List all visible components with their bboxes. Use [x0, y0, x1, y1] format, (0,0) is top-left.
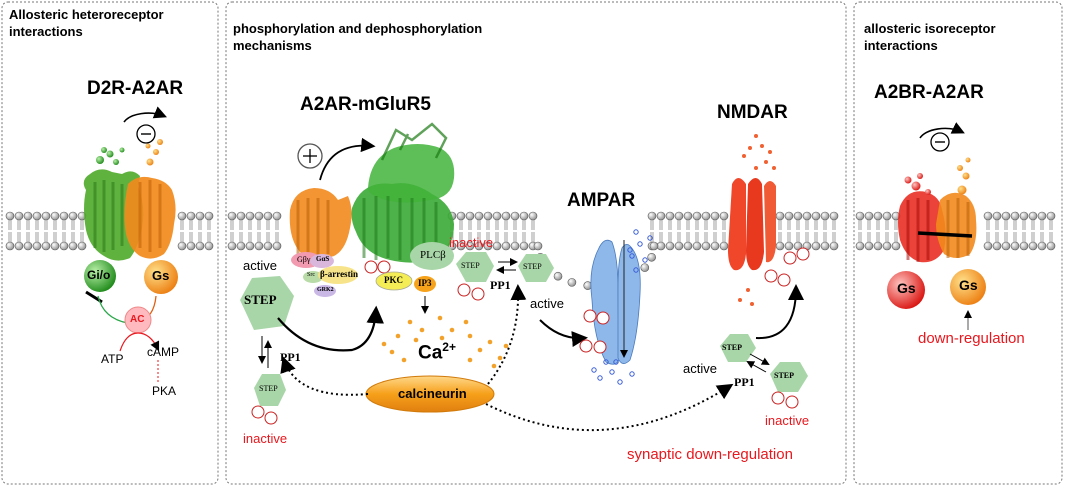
calcium-label: Ca2+ — [418, 340, 456, 364]
calcineurin-label: calcineurin — [398, 386, 467, 401]
src-label: Src — [307, 272, 315, 278]
inactive-label-3: inactive — [765, 413, 810, 428]
pp1-label-left: PP1 — [280, 350, 301, 364]
step-active-large — [240, 276, 294, 330]
a2br-a2ar-label: A2BR-A2AR — [874, 82, 984, 103]
step-right-inactive-label: STEP — [774, 371, 795, 380]
active-label-2: active — [530, 296, 564, 311]
ampar-phospho — [579, 309, 610, 354]
ip3-shape — [414, 276, 436, 292]
gas-subunit — [310, 254, 334, 268]
a2ar-mglur5-label: A2AR-mGluR5 — [300, 94, 431, 115]
nmdar-phospho — [764, 247, 810, 287]
grk2-label: GRK2 — [317, 287, 334, 293]
d2r-a2ar-receptor — [83, 169, 176, 261]
step-active-mid — [518, 254, 554, 282]
synaptic-label: synaptic down-regulation — [627, 446, 793, 463]
step-right-label: STEP — [722, 343, 743, 352]
active-label-3: active — [683, 361, 717, 376]
pkc-label: PKC — [384, 275, 403, 285]
step-active-right — [720, 334, 756, 362]
gas-label: GαS — [316, 255, 330, 263]
pp1-label-mid: PP1 — [490, 278, 511, 292]
step-inactive-top — [456, 252, 494, 282]
pka-label: PKA — [152, 384, 177, 398]
gs-orange-label: Gs — [959, 277, 978, 293]
agonist-dots-right-red — [904, 173, 931, 195]
middle-title-line1: phosphorylation and dephosphorylation — [233, 21, 483, 36]
inhibition-arc-left — [123, 106, 167, 123]
ac-label: AC — [130, 314, 145, 325]
phospho-circle-1 — [364, 260, 378, 274]
nmdar-label: NMDAR — [717, 102, 788, 123]
calcium-dots — [381, 315, 509, 369]
step-large-label: STEP — [244, 292, 277, 307]
step-inactive-right — [770, 362, 808, 392]
agonist-dots-right-orange — [957, 157, 971, 195]
gs-label: Gs — [152, 268, 170, 283]
gi-label: Gi/o — [87, 268, 111, 282]
gs-ball-orange — [950, 269, 986, 305]
beta-arrestin-label: β-arrestin — [320, 269, 359, 279]
step-bottom-label: STEP — [259, 384, 278, 393]
ampar-label: AMPAR — [567, 190, 636, 211]
step-inactive-bottom — [254, 374, 286, 406]
left-title-line1: Allosteric heteroreceptor — [9, 7, 164, 22]
d2r-a2ar-label: D2R-A2AR — [87, 78, 184, 99]
gs-protein-ball — [144, 260, 178, 294]
glutamate-blue-dots — [591, 229, 653, 385]
phospho-circle-2 — [377, 260, 391, 274]
gi-protein-ball — [84, 260, 116, 292]
middle-title-line2: mechanisms — [233, 38, 312, 53]
pp1-label-right: PP1 — [734, 375, 755, 389]
plcb-shape — [410, 242, 454, 270]
gs-ball-red — [887, 271, 925, 309]
agonist-dots-left-orange — [145, 139, 163, 166]
down-regulation-label: down-regulation — [918, 330, 1025, 347]
inactive-label-1: inactive — [243, 431, 288, 446]
g-beta-gamma-label: Gβγ — [297, 255, 311, 264]
left-title-line2: interactions — [9, 24, 83, 39]
glutamate-red-dots — [738, 134, 776, 306]
atp-label: ATP — [101, 352, 124, 366]
right-title-line1: allosteric isoreceptor — [864, 21, 996, 36]
activation-arc — [319, 137, 376, 181]
camp-label: cAMP — [147, 345, 180, 359]
inactive-label-2: inactive — [449, 235, 494, 250]
ip3-label: IP3 — [418, 278, 432, 288]
right-panel — [853, 1, 1063, 485]
inhibition-arc-right — [919, 122, 965, 139]
grk2-shape — [314, 285, 336, 297]
a2br-a2ar-receptor — [898, 191, 977, 263]
src-kinase — [303, 271, 323, 283]
middle-panel — [225, 1, 847, 485]
active-label-1: active — [243, 258, 277, 273]
left-panel — [1, 1, 219, 485]
agonist-dots-left — [96, 147, 125, 165]
nmdar-channel — [728, 178, 776, 271]
step-mid-label: STEP — [523, 262, 542, 271]
beta-arrestin-shape — [318, 266, 358, 284]
plcb-label: PLCβ — [420, 249, 446, 261]
gs-red-label: Gs — [897, 280, 916, 296]
ampar-channel — [590, 239, 641, 365]
right-title-line2: interactions — [864, 38, 938, 53]
step-top-label: STEP — [461, 261, 480, 270]
pkc-shape — [375, 271, 413, 291]
